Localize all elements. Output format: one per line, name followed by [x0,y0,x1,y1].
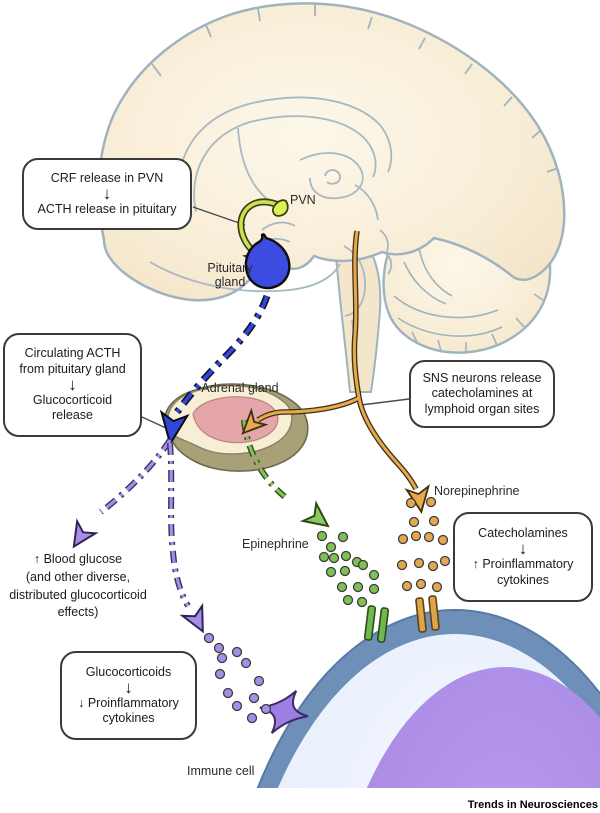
down-arrow-icon: ↓ [518,539,528,559]
glucocorticoid-pathway-immune [167,442,204,634]
callout-line: catecholamines at [431,386,533,401]
adrenergic-receptor-green [363,605,390,643]
callout-line: Circulating ACTH [24,346,121,361]
brain-illustration [97,2,566,393]
thalamus-curl [299,152,364,200]
annotation-line: effects) [57,605,99,620]
label-epinephrine: Epinephrine [242,537,309,551]
systemic-arrowhead [72,518,99,549]
callout-line: ↓ Proinflammatory [78,695,179,710]
annotation-blood-glucose: ↑ Blood glucose (and other diverse, dist… [0,551,156,622]
adrenal-medulla [192,396,279,444]
label-immune-cell: Immune cell [187,764,255,778]
label-pituitary-gland: Pituitary gland [207,261,253,290]
midbrain-line [354,184,379,221]
annotation-line: distributed glucocorticoid [9,587,147,602]
callout-glucocorticoids: Glucocorticoids ↓ ↓ Proinflammatory cyto… [60,651,197,740]
callout-line: cytokines [496,572,550,587]
callout-line: cytokines [102,711,155,726]
norepinephrine-molecules [396,496,451,593]
cerebrum-outline [97,2,566,302]
thalamus-inner-curl [324,169,341,185]
annotation-line: (and other diverse, [25,569,131,584]
glucocorticoid-pathway-systemic [72,438,173,549]
norepinephrine-arrowhead [404,484,431,514]
label-norepinephrine: Norepinephrine [434,484,520,498]
label-adrenal-gland: Adrenal gland [201,381,279,395]
connector-acth [141,416,167,429]
callout-crf-acth: CRF release in PVN ↓ ACTH release in pit… [22,158,192,230]
pvn-nucleus [272,199,289,217]
cortex-sulci-notches [151,4,559,173]
callout-connector-lines [141,206,410,429]
hypothalamus-line [261,221,296,231]
glucocorticoid-molecules [203,632,272,724]
callout-line: CRF release in PVN [50,170,164,185]
connector-crf [192,206,246,226]
callout-line: from pituitary gland [19,361,126,376]
callout-catecholamines: Catecholamines ↓ ↑ Proinflammatory cytok… [453,512,593,602]
glucocorticoid-receptor-purple [259,690,309,734]
immune-cell-nucleus [366,667,600,788]
callout-line: release [52,408,93,423]
callout-sns-neurons: SNS neurons release catecholamines at ly… [409,360,555,428]
tectum-bumps [379,229,393,275]
callout-line: ↑ Proinflammatory [472,557,574,572]
down-arrow-icon: ↓ [102,183,112,203]
annotation-line: ↑ Blood glucose [33,552,123,566]
fornix-line [237,127,269,201]
cerebellum-folia-lines [393,239,544,353]
temporal-lobe-line [149,261,341,293]
corpus-callosum-outer [178,96,393,211]
immune-arrowhead [179,602,204,634]
pituitary-gland-shape [244,233,291,290]
down-arrow-icon: ↓ [68,374,77,394]
epinephrine-molecules [316,530,380,608]
adrenal-gland-shape [163,383,309,472]
acth-arrowhead [159,409,190,447]
callout-line: lymphoid organ sites [424,401,540,416]
adrenergic-receptor-orange [415,595,440,633]
sns-nerve-pathway [241,230,431,514]
corpus-callosum-inner [193,115,377,213]
callout-line: Catecholamines [478,526,568,541]
callout-circulating-acth: Circulating ACTH from pituitary gland ↓ … [3,333,142,437]
down-arrow-icon: ↓ [124,677,133,697]
callout-line: Glucocorticoids [85,664,172,679]
epinephrine-arrowhead [299,500,330,528]
immune-cell [256,609,600,788]
connector-sns [360,398,410,406]
label-pvn: PVN [290,193,316,207]
callout-line: ACTH release in pituitary [37,202,177,217]
acth-pathway [159,294,271,447]
callout-line: Glucocorticoid [32,393,113,408]
journal-credit: Trends in Neurosciences [467,799,598,811]
callout-line: SNS neurons release [422,371,542,386]
sns-adrenal-arrowhead [241,407,269,435]
